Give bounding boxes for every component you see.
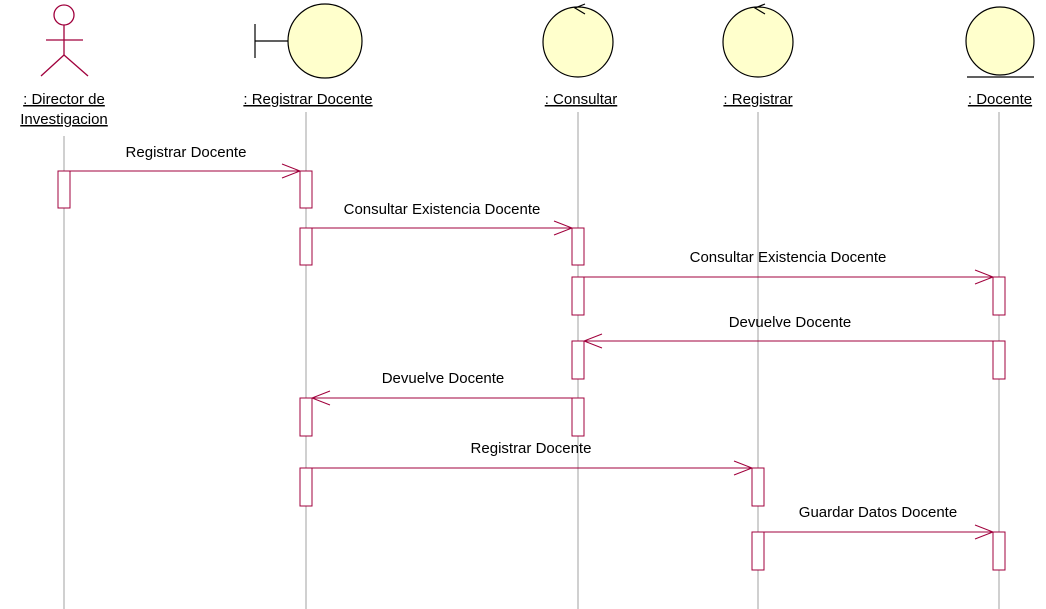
message-label: Registrar Docente xyxy=(126,144,247,161)
arrowhead xyxy=(553,220,574,236)
message-label: Registrar Docente xyxy=(471,440,592,457)
participant-label-docente: : Docente xyxy=(968,91,1032,108)
activation-box xyxy=(751,467,765,507)
activation-box xyxy=(299,170,313,209)
activation-box xyxy=(57,170,71,209)
arrowhead xyxy=(974,524,995,540)
activation-box xyxy=(299,397,313,437)
activation-box xyxy=(299,227,313,266)
message-label: Guardar Datos Docente xyxy=(799,504,957,521)
actor-icon xyxy=(40,4,89,77)
arrowhead xyxy=(281,163,302,179)
activation-box xyxy=(751,531,765,571)
activation-box xyxy=(571,276,585,316)
participant-label-director-line1: : Director de xyxy=(23,91,105,108)
arrowhead xyxy=(310,390,331,406)
participant-label-director-line2: Investigacion xyxy=(20,111,108,128)
entity-icon xyxy=(965,6,1035,78)
activation-box xyxy=(992,340,1006,380)
arrowhead xyxy=(733,460,754,476)
control-icon xyxy=(722,3,794,78)
activation-box xyxy=(992,276,1006,316)
boundary-icon xyxy=(254,3,363,79)
arrowhead xyxy=(582,333,603,349)
message-label: Devuelve Docente xyxy=(729,314,852,331)
message-label: Devuelve Docente xyxy=(382,370,505,387)
message-label: Consultar Existencia Docente xyxy=(344,201,541,218)
activation-box xyxy=(992,531,1006,571)
participant-label-registrar-docente: : Registrar Docente xyxy=(243,91,372,108)
message-label: Consultar Existencia Docente xyxy=(690,249,887,266)
activation-box xyxy=(299,467,313,507)
participant-label-consultar: : Consultar xyxy=(545,91,618,108)
arrowhead xyxy=(974,269,995,285)
participant-label-registrar: : Registrar xyxy=(723,91,792,108)
activation-box xyxy=(571,397,585,437)
activation-box xyxy=(571,227,585,266)
control-icon xyxy=(542,3,614,78)
activation-box xyxy=(571,340,585,380)
